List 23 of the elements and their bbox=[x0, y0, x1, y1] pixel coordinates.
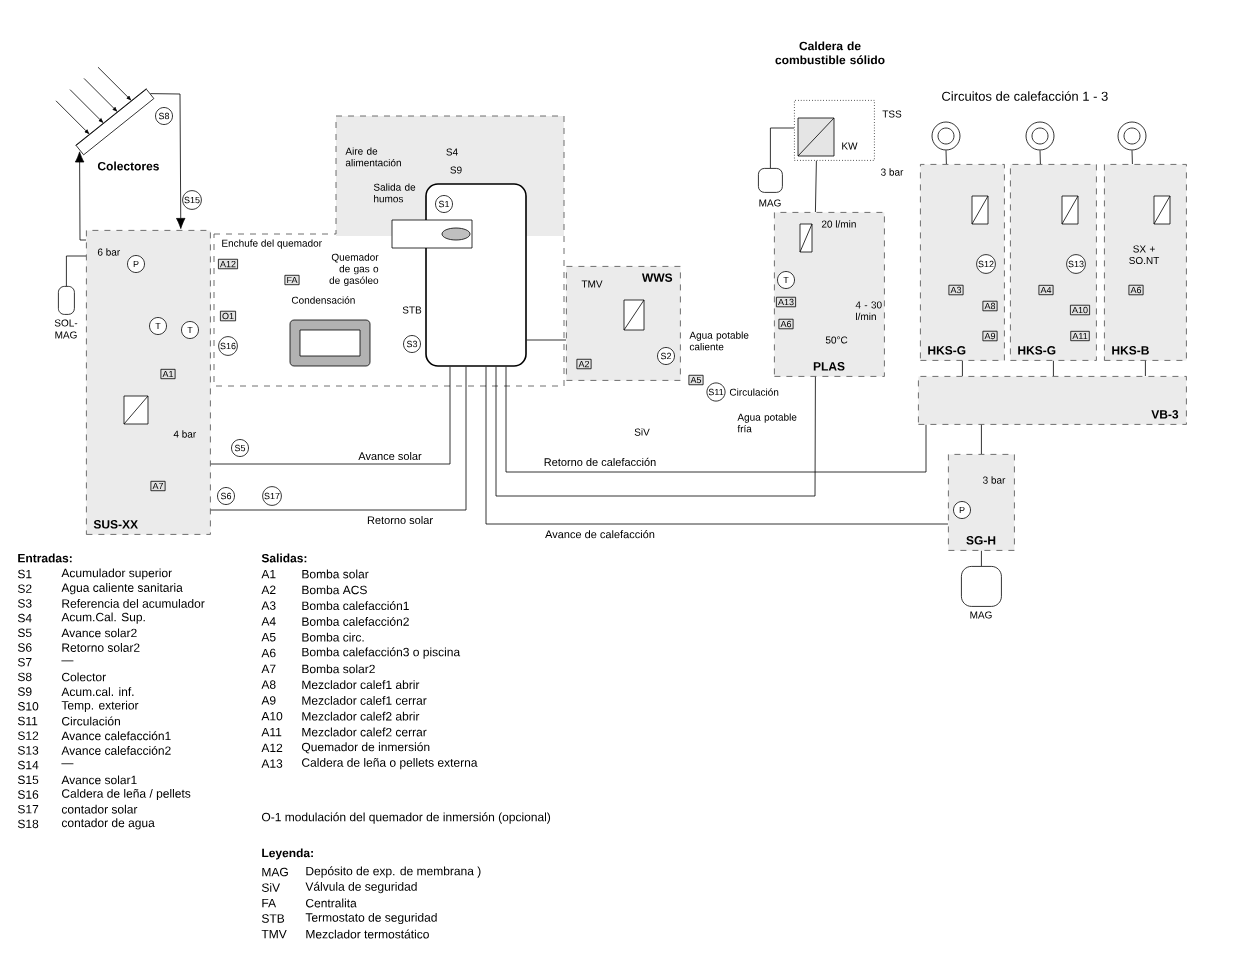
pipe bbox=[74, 151, 87, 241]
pipe bbox=[526, 339, 567, 341]
pipe bbox=[981, 550, 982, 567]
storage-tank bbox=[425, 183, 527, 367]
pipe bbox=[962, 360, 963, 377]
pipe bbox=[815, 160, 817, 213]
pipe bbox=[1145, 360, 1146, 377]
pipe bbox=[945, 150, 947, 165]
pipe bbox=[210, 366, 467, 511]
radiator bbox=[1117, 121, 1147, 151]
pipe bbox=[495, 366, 816, 497]
pipe bbox=[1053, 360, 1054, 377]
pipe bbox=[770, 127, 795, 169]
pipe bbox=[1131, 150, 1133, 165]
pipe bbox=[485, 366, 949, 525]
pipe bbox=[210, 366, 451, 465]
pipe bbox=[505, 366, 927, 473]
radiator bbox=[1025, 121, 1055, 151]
pipe bbox=[66, 255, 87, 287]
pipe bbox=[981, 424, 982, 455]
radiator bbox=[931, 121, 961, 151]
pipe bbox=[1039, 150, 1041, 165]
pipe bbox=[150, 93, 186, 229]
